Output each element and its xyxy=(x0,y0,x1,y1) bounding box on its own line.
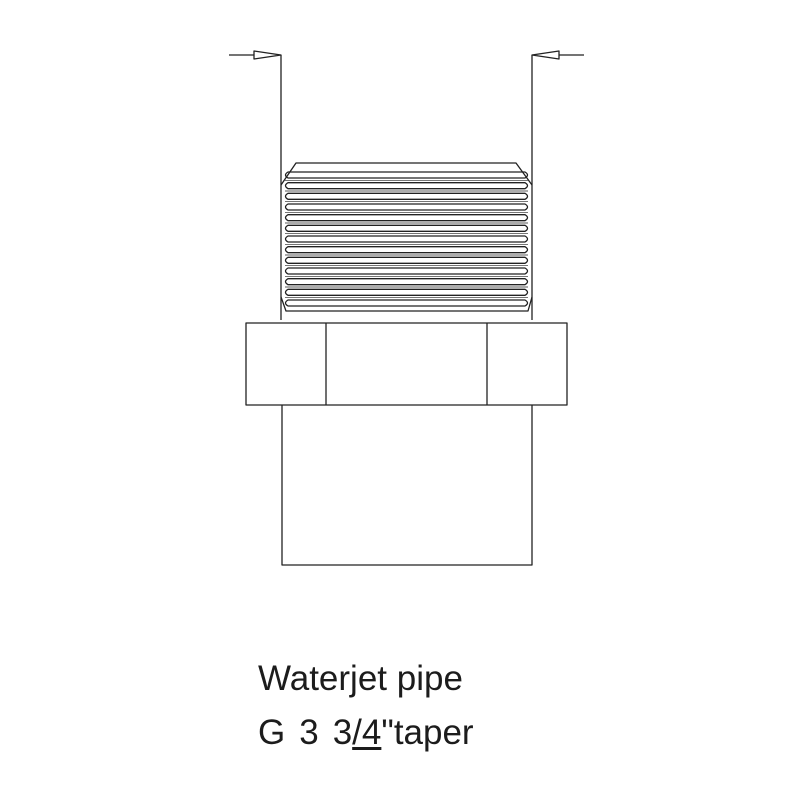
thread-ridge xyxy=(284,256,529,264)
size-fraction-denominator: /4 xyxy=(352,713,382,752)
inch-mark: " xyxy=(381,713,394,752)
thread-type-text: taper xyxy=(393,713,474,752)
pipe-name-text: Waterjet pipe xyxy=(258,659,463,698)
pipe-body xyxy=(281,405,533,566)
caption-title: Waterjet pipe xyxy=(258,661,463,696)
thread-ridge xyxy=(284,203,529,211)
dimension-arrow-right xyxy=(531,50,584,60)
dimension-arrow-left xyxy=(229,50,282,60)
thread-ridge xyxy=(284,288,529,296)
size-whole-text: 3 xyxy=(299,713,319,752)
hex-nut xyxy=(245,322,568,406)
thread-ridge xyxy=(284,171,529,179)
thread-ridge xyxy=(284,224,529,232)
size-fraction-numerator: 3 xyxy=(332,713,353,752)
thread-ridge xyxy=(284,246,529,254)
thread-standard-text: G xyxy=(258,713,286,752)
thread-ridge xyxy=(284,267,529,275)
thread-ridge xyxy=(284,182,529,190)
thread-ridge xyxy=(284,235,529,243)
thread-crown xyxy=(280,162,533,186)
thread-ridge xyxy=(284,192,529,200)
thread-ridge xyxy=(284,299,529,307)
threaded-section xyxy=(280,162,533,312)
thread-ridge xyxy=(284,278,529,286)
thread-base xyxy=(280,296,533,312)
thread-ridge xyxy=(284,214,529,222)
